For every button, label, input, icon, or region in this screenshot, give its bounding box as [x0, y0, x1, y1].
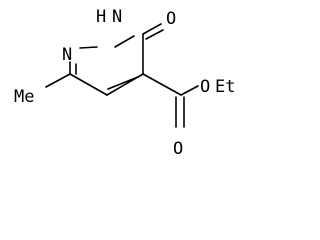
atom-label-carbonyl-o: O: [166, 9, 176, 29]
molecule-canvas: N H N O Me O Et O: [14, 7, 236, 159]
structure-diagram: N H N O Me O Et O: [14, 7, 235, 159]
atom-label-n-h: N: [112, 7, 122, 27]
atom-label-n-ring: N: [62, 45, 72, 65]
atom-label-h: H: [96, 7, 106, 27]
bond-c6-oxo: [142, 23, 162, 35]
bond-c5-ester-c: [142, 73, 182, 96]
atom-label-ethyl: Et: [215, 77, 235, 97]
atom-label-methyl: Me: [14, 87, 34, 107]
atom-label-ester-o: O: [200, 77, 210, 97]
bond-n2-n1-link: [79, 46, 98, 49]
bond-c6-oxo-double: [145, 29, 164, 40]
bond-ester-c-o: [180, 85, 199, 96]
bond-c4-c3: [69, 73, 108, 96]
bond-n1-c6: [114, 35, 135, 48]
atom-label-ester-carbonyl-o: O: [173, 139, 183, 159]
bond-c3-methyl: [45, 73, 71, 88]
bond-c5-c4-double: [107, 76, 139, 90]
